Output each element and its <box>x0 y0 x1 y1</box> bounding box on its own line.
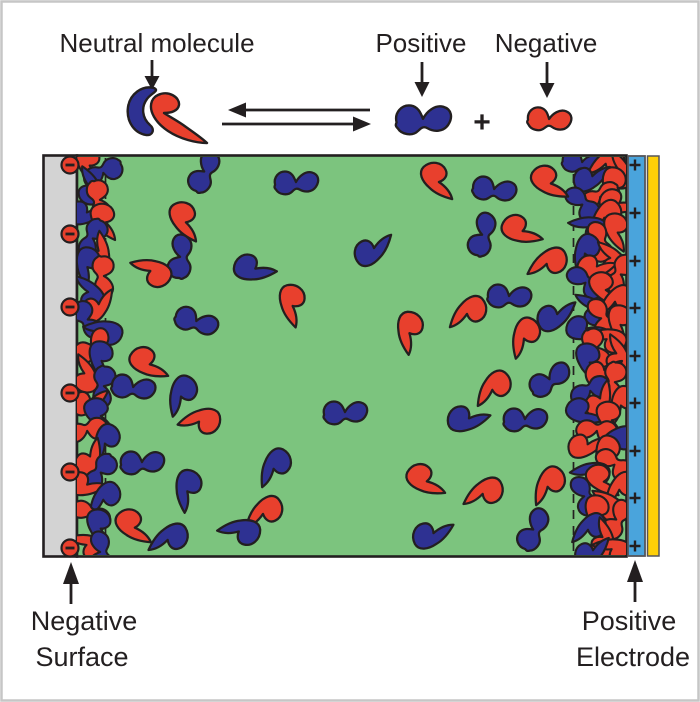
molecule-positive <box>528 361 571 398</box>
molecule-positive <box>516 507 550 553</box>
negative-surface-arrow-icon <box>63 562 79 604</box>
positive-electrode-arrow-icon <box>627 560 643 602</box>
molecule-positive <box>173 305 220 336</box>
molecule-negative <box>448 294 488 329</box>
plus-charge-icon <box>629 159 641 171</box>
equilibrium-arrows-icon <box>222 102 371 132</box>
positive-electrode-yellow-strip <box>646 155 660 557</box>
molecule-negative <box>396 310 424 357</box>
negative-surface-strip <box>42 154 79 558</box>
neutral-molecule-glyph <box>126 86 209 145</box>
positive-electrode-label-line2: Electrode <box>576 642 690 672</box>
reaction-plus-sign: + <box>473 106 491 139</box>
minus-charge-icon <box>60 155 80 175</box>
molecule-positive <box>147 522 189 552</box>
molecule-negative <box>129 259 173 289</box>
molecule-negative <box>529 164 570 198</box>
molecule-negative <box>462 476 504 506</box>
interior-molecules <box>109 157 577 553</box>
positive-ion-glyph <box>394 104 453 136</box>
molecule-positive <box>273 170 320 196</box>
molecule-positive <box>175 468 203 514</box>
molecule-negative <box>500 213 544 243</box>
molecule-positive <box>169 374 199 418</box>
minus-charge-icon <box>60 297 80 317</box>
footer-callouts: Negative Surface Positive Electrode <box>31 560 690 672</box>
plus-charge-icon <box>629 350 641 362</box>
molecule-negative <box>512 316 542 360</box>
negative-ion-glyph <box>525 105 574 135</box>
negative-surface-label-line2: Surface <box>35 642 128 672</box>
molecule-positive <box>574 536 610 555</box>
molecule-positive <box>486 283 533 309</box>
negative-surface-label-line1: Negative <box>31 606 138 636</box>
molecule-negative <box>176 407 222 435</box>
molecule-positive <box>119 450 166 476</box>
minus-charge-icon <box>60 538 80 558</box>
neutral-molecule-blue-part <box>126 86 158 137</box>
molecule-positive <box>536 301 577 333</box>
molecule-negative <box>526 246 568 276</box>
molecule-negative <box>419 161 454 201</box>
molecule-positive <box>232 253 278 281</box>
molecule-positive <box>109 373 157 400</box>
molecule-negative <box>114 508 153 544</box>
right-layer-molecules <box>560 157 626 555</box>
molecule-negative <box>168 201 198 243</box>
plus-charge-icon <box>629 207 641 219</box>
molecule-positive <box>466 211 497 258</box>
molecule-positive <box>353 233 393 268</box>
molecule-negative <box>405 462 447 495</box>
molecule-positive <box>89 530 113 555</box>
negative-surface-charges <box>60 155 80 558</box>
molecule-positive <box>412 522 455 550</box>
molecule-negative <box>476 369 512 408</box>
positive-electrode-charges <box>629 159 641 552</box>
molecule-positive <box>502 407 549 433</box>
left-layer-molecules <box>77 157 124 555</box>
plus-charge-icon <box>629 492 641 504</box>
minus-charge-icon <box>60 462 80 482</box>
plus-charge-icon <box>629 397 641 409</box>
positive-ion-arrow-icon <box>414 62 430 97</box>
plus-charge-icon <box>629 540 641 552</box>
neutral-molecule-red-part <box>149 92 209 145</box>
molecule-positive <box>470 175 518 202</box>
negative-ion-arrow-icon <box>539 62 555 98</box>
molecule-positive <box>260 447 293 489</box>
positive-electrode-label-line1: Positive <box>582 606 677 636</box>
molecule-positive <box>187 157 221 195</box>
molecule-negative <box>278 283 306 329</box>
plus-charge-icon <box>629 255 641 267</box>
molecule-positive <box>322 400 369 426</box>
plus-charge-icon <box>629 302 641 314</box>
molecule-negative <box>128 345 170 378</box>
molecule-positive <box>564 397 606 425</box>
minus-charge-icon <box>60 224 80 244</box>
molecule-positive <box>166 233 193 281</box>
neutral-molecule-arrow-icon <box>144 60 160 90</box>
header-reaction: Neutral molecule Positive + Negative <box>59 28 598 145</box>
neutral-molecule-label: Neutral molecule <box>59 28 254 58</box>
negative-ion-label: Negative <box>495 28 598 58</box>
positive-ion-label: Positive <box>375 28 466 58</box>
minus-charge-icon <box>60 383 80 403</box>
molecule-positive <box>446 405 492 433</box>
plus-charge-icon <box>629 445 641 457</box>
molecule-positive <box>572 165 612 193</box>
molecule-negative <box>567 433 608 459</box>
molecule-positive <box>215 518 262 546</box>
electrochemical-cell <box>42 154 660 558</box>
molecule-negative <box>534 465 567 507</box>
